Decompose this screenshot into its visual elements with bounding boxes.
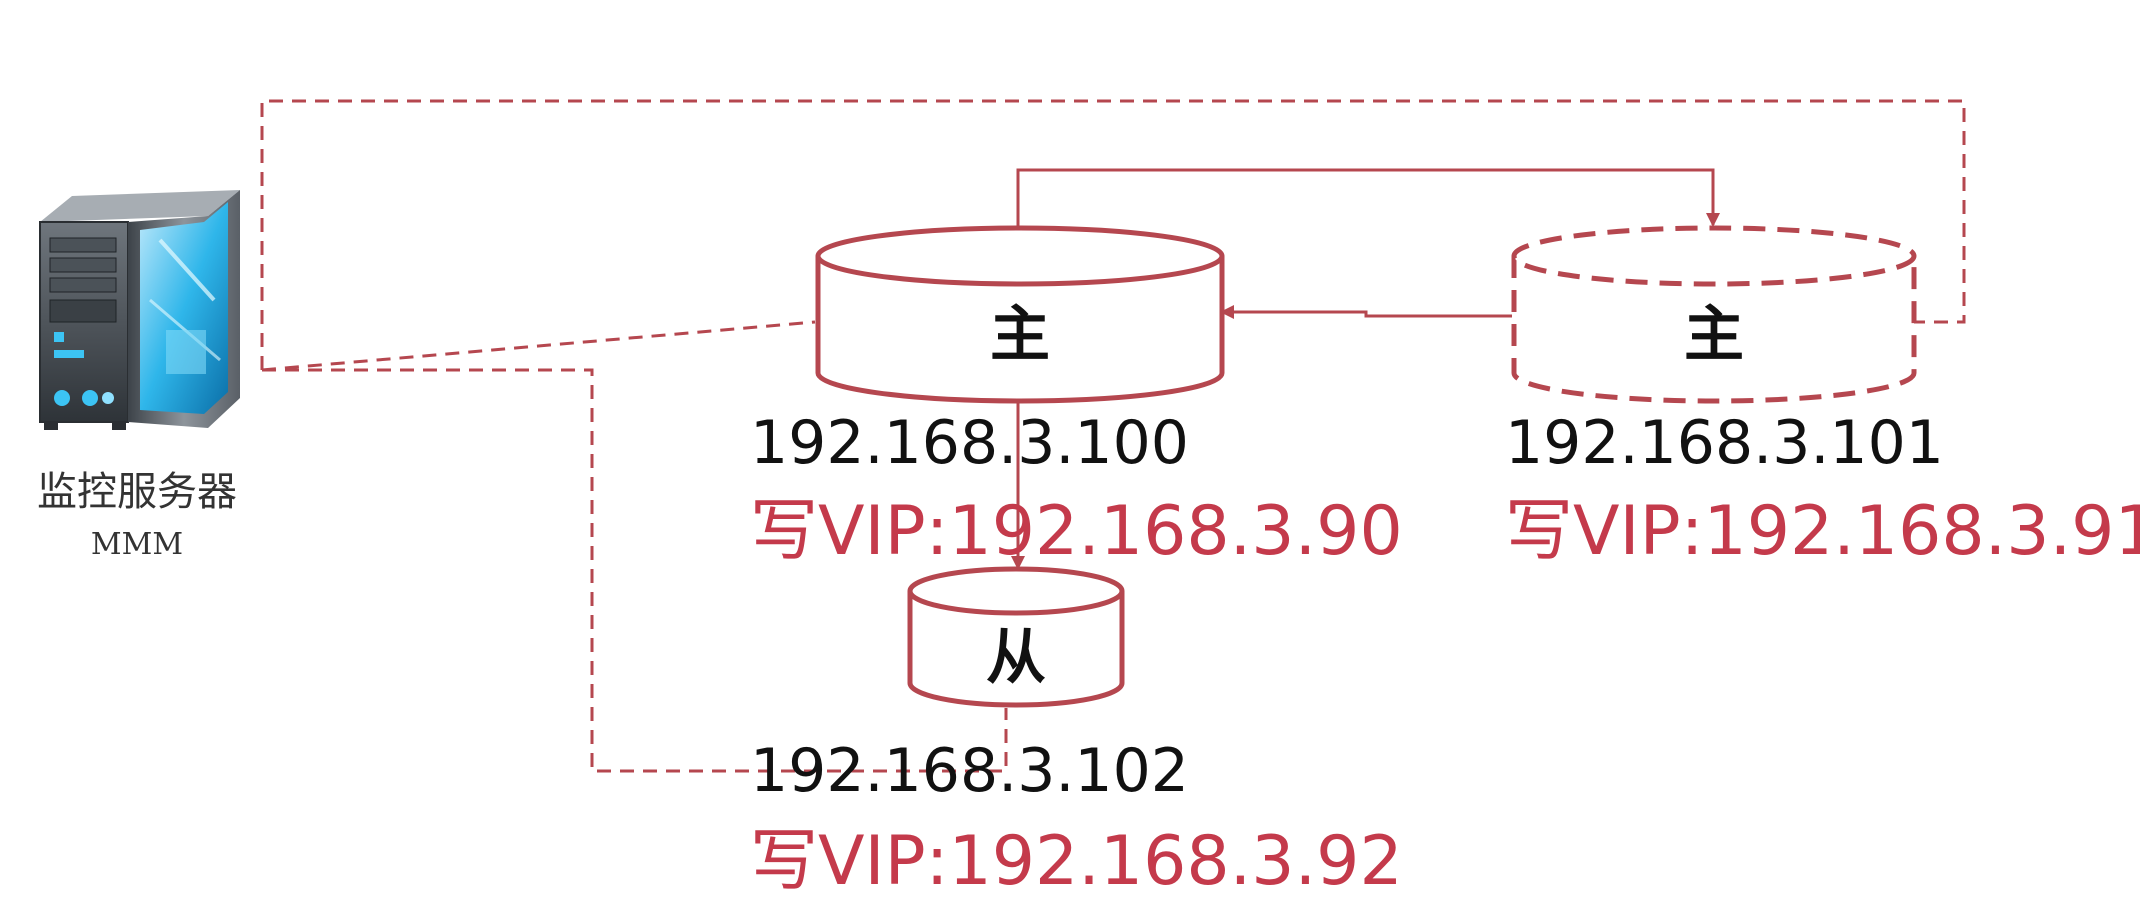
replication-master2-to-master1 [1220, 305, 1512, 319]
monitor-server-label: 监控服务器 [37, 469, 237, 515]
monitor-link-master1 [261, 320, 816, 372]
master1-database-icon: 主 [815, 225, 1225, 404]
slave-ip: 192.168.3.102 [750, 736, 1189, 806]
monitor-server-sublabel: MMM [90, 527, 184, 562]
master2-role-label: 主 [1684, 300, 1744, 370]
slave-role-label: 从 [986, 623, 1046, 693]
master2-database-icon: 主 [1511, 225, 1917, 404]
master1-ip: 192.168.3.100 [750, 408, 1189, 478]
slave-database-icon: 从 [907, 566, 1125, 708]
server-tower-icon [39, 190, 240, 430]
monitor-link-master2 [260, 99, 1966, 370]
master2-ip: 192.168.3.101 [1505, 408, 1944, 478]
master1-role-label: 主 [990, 300, 1050, 370]
slave-vip: 写VIP:192.168.3.92 [750, 822, 1403, 901]
monitor-link-slave [262, 368, 1008, 773]
master2-vip: 写VIP:192.168.3.91 [1505, 492, 2140, 571]
master1-vip: 写VIP:192.168.3.90 [750, 492, 1403, 571]
replication-master1-to-master2 [1016, 168, 1720, 228]
